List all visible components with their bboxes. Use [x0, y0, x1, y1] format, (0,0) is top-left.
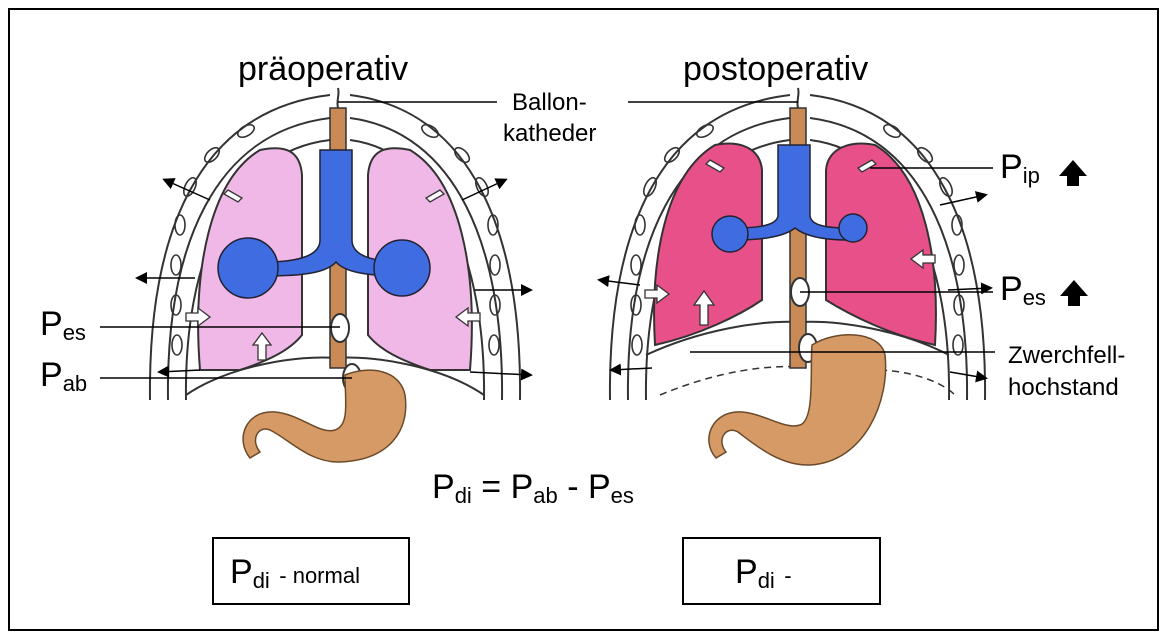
right-diaphragm-normal	[660, 367, 955, 395]
formula-pdi: Pdi = Pab - Pes	[432, 470, 634, 504]
label-pes-right: Pes	[1000, 272, 1046, 306]
up-arrow-icon	[1060, 280, 1088, 306]
label-pip-right: Pip	[1000, 150, 1040, 184]
label-ballon-1: Ballon-	[512, 91, 587, 115]
label-ballon-2: katheder	[503, 122, 596, 146]
title-postoperative: postoperativ	[683, 52, 868, 86]
left-hilum-left	[218, 238, 278, 298]
left-thorax	[138, 88, 530, 462]
up-arrow-icon	[1059, 160, 1087, 186]
right-lung-right	[826, 144, 936, 345]
box-pdi-normal-text: Pdi - normal	[230, 555, 360, 589]
right-thorax	[600, 88, 990, 465]
label-pes-left: Pes	[40, 307, 86, 341]
right-hilum-left	[712, 216, 748, 252]
box-pdi-decreased-text: Pdi -	[735, 555, 792, 589]
right-hilum-right	[839, 214, 867, 242]
label-pab-left: Pab	[40, 358, 87, 392]
label-zwerchfell-2: hochstand	[1008, 376, 1119, 400]
left-balloon-es	[331, 314, 349, 342]
title-preoperative: präoperativ	[238, 52, 408, 86]
left-hilum-right	[374, 240, 430, 296]
label-zwerchfell-1: Zwerchfell-	[1008, 344, 1125, 368]
left-stomach	[243, 370, 406, 462]
